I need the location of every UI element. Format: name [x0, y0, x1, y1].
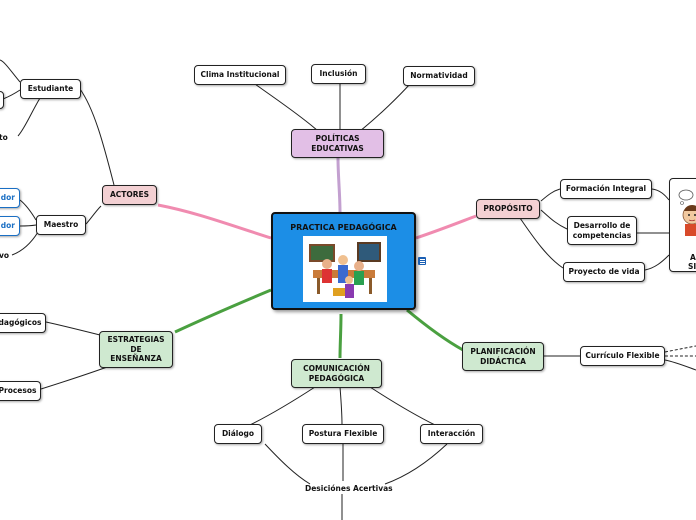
- node-estudiante[interactable]: Estudiante: [20, 79, 81, 99]
- branch-estrategias: [174, 288, 272, 334]
- line-maestro: [85, 205, 102, 225]
- line-procesos: [40, 365, 111, 390]
- node-dialogo[interactable]: Diálogo: [214, 424, 262, 444]
- node-desarrollo-competencias[interactable]: Desarrollo de competencias: [567, 216, 637, 245]
- line-curr-dash-1: [664, 345, 696, 353]
- line-curr-3: [664, 359, 696, 371]
- line-dialogo: [249, 386, 316, 426]
- node-maestro-blue-2[interactable]: dor: [0, 216, 20, 236]
- node-clima-institucional[interactable]: Clima Institucional: [194, 65, 286, 85]
- branch-comunicacion: [338, 313, 343, 359]
- branch-proposito: [415, 214, 477, 240]
- line-estudiante: [79, 88, 115, 186]
- topic-proposito[interactable]: PROPÓSITO: [476, 199, 540, 219]
- central-title: PRACTICA PEDAGÓGICA: [290, 223, 397, 232]
- topic-estrategias-ensenanza[interactable]: ESTRATEGIAS DE ENSEÑANZA: [99, 331, 173, 368]
- line-formacion: [540, 188, 561, 202]
- side-node-text-1: A: [690, 253, 696, 262]
- node-procesos[interactable]: Procesos: [0, 381, 41, 401]
- node-estudiante-cut[interactable]: [0, 91, 4, 109]
- line-side-1: [651, 188, 670, 201]
- line-mae-1: [19, 199, 37, 221]
- node-normatividad[interactable]: Normatividad: [403, 66, 475, 86]
- line-normatividad: [359, 83, 411, 132]
- node-interaccion[interactable]: Interacción: [420, 424, 483, 444]
- line-est-3: [17, 97, 41, 137]
- branch-actores: [157, 203, 272, 240]
- node-maestro[interactable]: Maestro: [36, 215, 86, 235]
- node-postura-flexible[interactable]: Postura Flexible: [302, 424, 384, 444]
- topic-actores[interactable]: ACTORES: [102, 185, 157, 205]
- line-proyecto: [519, 217, 564, 269]
- line-est-2: [2, 89, 21, 100]
- line-postura: [339, 386, 343, 426]
- branch-politicas: [336, 157, 342, 213]
- central-topic[interactable]: PRACTICA PEDAGÓGICA: [271, 212, 416, 310]
- topic-planificacion-didactica[interactable]: PLANIFICACIÓN DIDÁCTICA: [462, 342, 544, 371]
- note-icon[interactable]: [418, 257, 426, 265]
- proposito-side-node[interactable]: A SI: [669, 178, 696, 272]
- line-interaccion: [369, 386, 436, 426]
- node-maestro-blue-1[interactable]: dor: [0, 188, 20, 208]
- line-mae-3: [11, 231, 39, 256]
- node-formacion-integral[interactable]: Formación Integral: [560, 179, 652, 199]
- side-node-text-2: SI: [688, 262, 696, 271]
- line-desarrollo: [540, 209, 568, 230]
- topic-politicas-educativas[interactable]: POLÍTICAS EDUCATIVAS: [291, 129, 384, 158]
- line-est-1: [0, 59, 21, 83]
- label-maestro-cut: vo: [0, 251, 10, 260]
- topic-comunicacion-pedagogica[interactable]: COMUNICACIÓN PEDAGÓGICA: [291, 359, 382, 388]
- line-dagogicos: [45, 321, 101, 336]
- classroom-illustration: [303, 236, 387, 302]
- line-interaccion-res: [384, 443, 448, 485]
- thinking-person-icon: [678, 189, 696, 236]
- line-mae-2: [19, 224, 37, 227]
- line-side-3: [644, 254, 670, 271]
- node-dagogicos[interactable]: dagógicos: [0, 313, 46, 333]
- line-clima: [254, 83, 319, 132]
- node-desiciones-acertivas[interactable]: Desiciónes Acertivas: [305, 484, 393, 493]
- label-estudiante-cut: to: [0, 133, 8, 142]
- line-dialogo-res: [264, 443, 311, 485]
- node-proyecto-de-vida[interactable]: Proyecto de vida: [563, 262, 645, 282]
- branch-planificacion: [406, 308, 464, 352]
- node-curriculo-flexible[interactable]: Currículo Flexible: [580, 346, 665, 366]
- node-inclusion[interactable]: Inclusión: [311, 64, 366, 84]
